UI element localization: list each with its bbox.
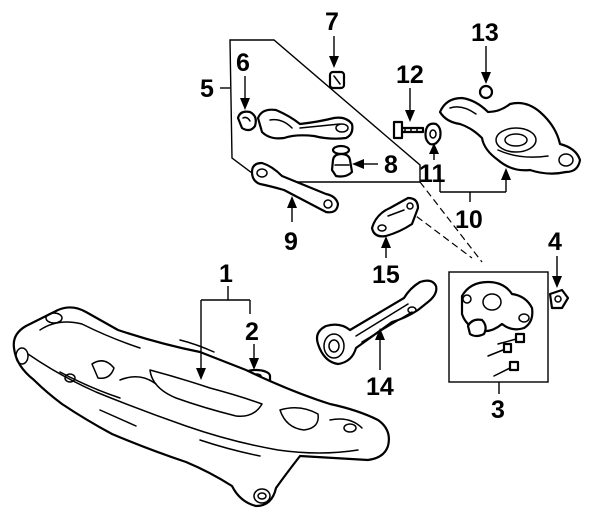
lower-arm-part-14 [315,279,438,366]
dashed-reference-line-2 [407,209,473,259]
callout-12: 12 [396,61,424,89]
lower-link-part-9 [250,161,340,214]
ball-joint-boot-part-8 [330,144,354,178]
callout-7: 7 [325,8,339,36]
callout-8: 8 [384,151,398,179]
callout-9: 9 [284,228,298,256]
nut-part-13 [478,84,494,100]
trailing-arm-part-10 [438,96,582,175]
knuckle-bolts [487,332,526,377]
callout-6: 6 [236,49,250,77]
callout-5: 5 [200,75,214,103]
callout-3: 3 [491,396,505,424]
upper-control-arm [256,108,354,140]
bushing-part-11 [424,122,442,146]
subframe-part-1 [12,306,390,508]
dashed-reference-line-1 [419,181,483,263]
bushing-part-6 [236,110,257,132]
callout-13: 13 [471,19,499,47]
bracket-part-15 [370,196,420,238]
bolt-part-7 [328,70,346,90]
callout-11: 11 [419,160,446,188]
knuckle-part-3 [460,280,534,338]
callout-15: 15 [372,261,400,289]
callout-4: 4 [548,228,562,256]
bolt-part-12 [392,120,425,140]
callout-1: 1 [219,260,233,288]
callout-10: 10 [455,206,483,234]
callout-14: 14 [366,373,394,401]
nut-part-4 [548,288,570,310]
callout-2: 2 [245,318,259,346]
